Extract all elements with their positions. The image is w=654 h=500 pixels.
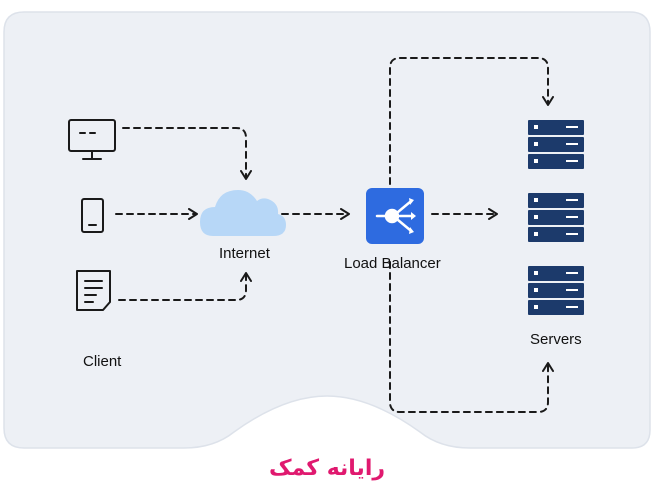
watermark-logo: رایانه کمک (268, 456, 386, 481)
mobile-icon (81, 198, 104, 233)
cloud-icon (200, 190, 286, 236)
connector-document-to-internet (118, 272, 252, 301)
diagram-panel (3, 11, 651, 449)
desktop-icon (68, 119, 116, 160)
server-rack-icon (528, 120, 584, 169)
server-rack-icon (528, 266, 584, 315)
document-icon (76, 270, 111, 311)
connector-load-balancer-to-server-bottom (389, 261, 554, 413)
server-rack-icon (528, 193, 584, 242)
load-balancer-label: Load Balancer (344, 255, 441, 272)
servers-label: Servers (530, 331, 582, 348)
internet-label: Internet (219, 245, 270, 262)
load-balancer-icon (366, 188, 424, 244)
connector-load-balancer-to-server-top (389, 57, 554, 185)
connector-desktop-to-internet (122, 127, 252, 180)
client-label: Client (83, 353, 122, 370)
